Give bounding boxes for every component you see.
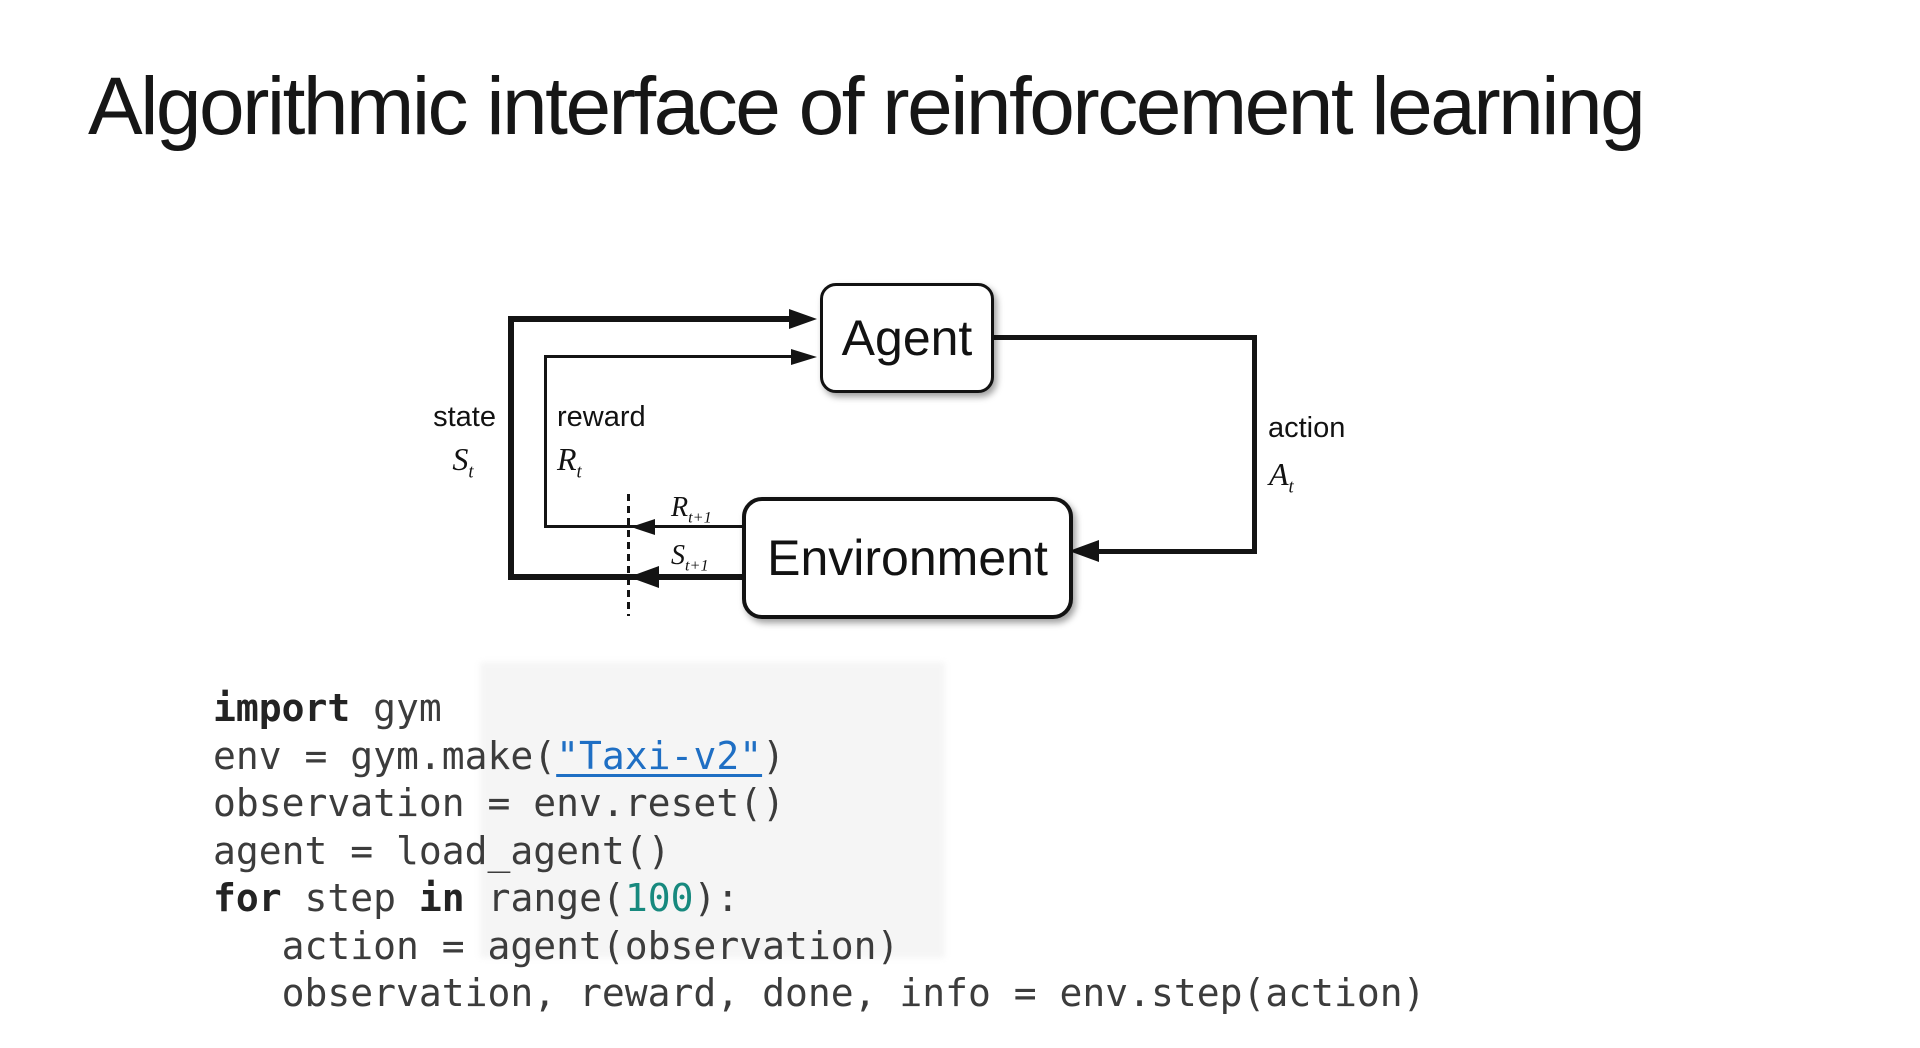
code-segment: for: [213, 876, 282, 920]
state-label: state: [433, 401, 496, 433]
action-to-environment-arrowhead: [1069, 540, 1099, 562]
agent-to-action-line: [988, 335, 1257, 340]
page-title: Algorithmic interface of reinforcement l…: [88, 61, 1646, 152]
code-segment: gym: [350, 686, 442, 730]
environment-box: Environment: [742, 497, 1073, 619]
state-loop-vertical-line: [508, 316, 514, 580]
code-line: import gym: [213, 685, 1426, 733]
taxi-v2-link[interactable]: "Taxi-v2": [556, 733, 763, 778]
code-segment: ):: [693, 876, 740, 920]
next-reward-symbol: Rt+1: [671, 492, 712, 527]
reward-return-arrowhead: [631, 519, 655, 535]
reward-label: reward: [557, 401, 646, 433]
code-line: for step in range(100):: [213, 875, 1426, 923]
state-to-agent-line: [508, 316, 790, 322]
code-segment: action = agent(observation): [213, 923, 900, 968]
code-segment: 100: [624, 876, 694, 920]
action-to-environment-line: [1097, 549, 1257, 554]
code-segment: env = gym.make(: [213, 733, 557, 778]
code-segment: in: [418, 876, 465, 920]
agent-label: Agent: [841, 310, 973, 366]
code-segment: step: [281, 876, 419, 920]
code-screenshot-background: [480, 662, 945, 958]
state-symbol: St: [452, 441, 474, 483]
state-return-arrowhead: [629, 566, 659, 588]
action-symbol: At: [1269, 456, 1294, 498]
agent-box: Agent: [820, 283, 994, 393]
code-line: agent = load_agent(): [213, 828, 1426, 876]
action-vertical-line: [1252, 335, 1257, 554]
code-segment: observation, reward, done, info = env.st…: [213, 971, 1426, 1015]
code-line: observation, reward, done, info = env.st…: [213, 970, 1426, 1018]
code-segment: import: [213, 686, 351, 730]
code-segment: range(: [464, 876, 625, 920]
reward-to-agent-line: [544, 355, 792, 358]
state-return-line: [508, 574, 742, 580]
time-step-boundary-dashed-line: [627, 494, 630, 616]
environment-label: Environment: [767, 530, 1048, 586]
reward-symbol: Rt: [557, 441, 582, 483]
reward-loop-vertical-line: [544, 355, 547, 528]
state-to-agent-arrowhead: [789, 309, 817, 329]
action-label: action: [1268, 412, 1346, 444]
code-segment: agent = load_agent(): [213, 828, 671, 873]
next-state-symbol: St+1: [671, 540, 709, 575]
reward-to-agent-arrowhead: [791, 349, 817, 365]
code-segment: ): [762, 733, 785, 778]
code-line: observation = env.reset(): [213, 780, 1426, 828]
code-line: env = gym.make("Taxi-v2"): [213, 733, 1426, 781]
code-segment: observation = env.reset(): [213, 781, 785, 825]
code-line: action = agent(observation): [213, 923, 1426, 971]
